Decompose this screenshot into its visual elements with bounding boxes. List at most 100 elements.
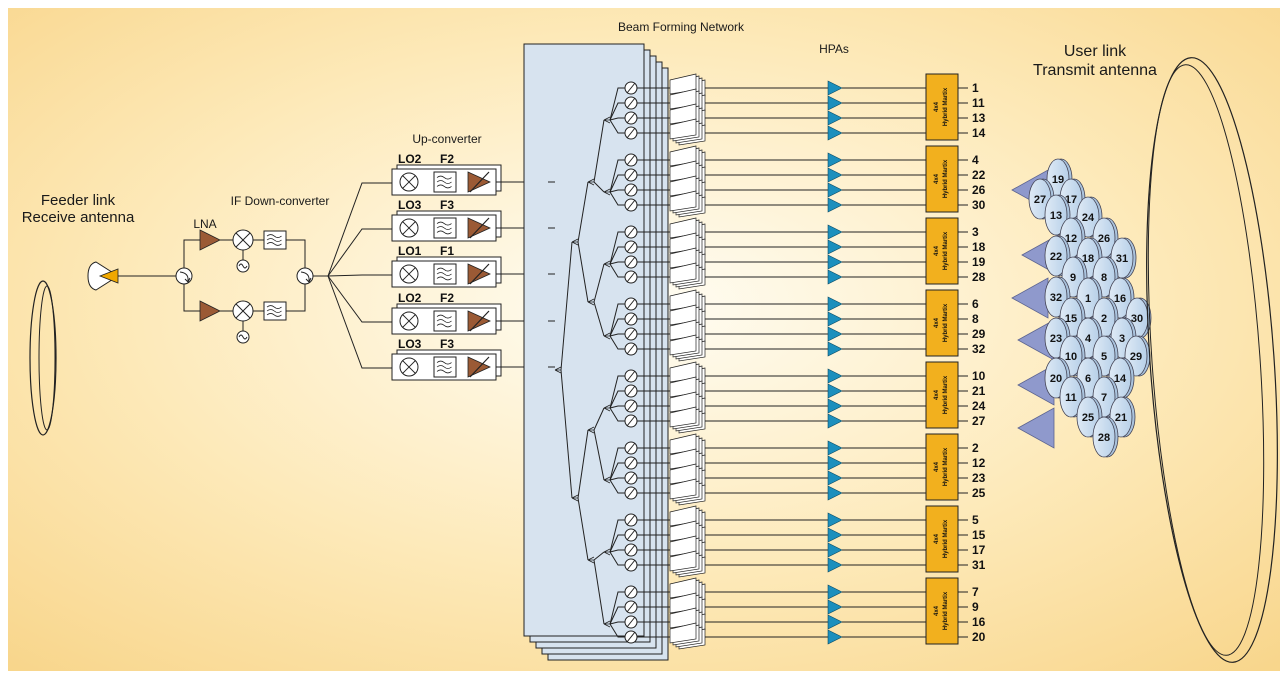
hybrid-matrix-size-label: 4x4 bbox=[934, 245, 940, 256]
beam-number-label: 4 bbox=[972, 153, 979, 167]
beam-number-label: 1 bbox=[972, 81, 979, 95]
upconverter-filter-icon bbox=[433, 356, 457, 378]
feed-cell-number: 3 bbox=[1119, 333, 1125, 345]
beam-number-label: 27 bbox=[972, 414, 986, 428]
feed-cell-number: 11 bbox=[1065, 392, 1077, 404]
hybrid-matrix-name-label: Hybrid Martix bbox=[943, 375, 949, 414]
hpa-icon bbox=[827, 413, 843, 429]
hpa-icon bbox=[827, 383, 843, 399]
hybrid-matrix-name-label: Hybrid Martix bbox=[943, 159, 949, 198]
lo-label: LO2 bbox=[398, 291, 422, 305]
hybrid-matrix-name-label: Hybrid Martix bbox=[943, 519, 949, 558]
phase-shifter-icon bbox=[624, 399, 638, 413]
hpa-icon bbox=[827, 341, 843, 357]
splitter-branch bbox=[327, 275, 392, 369]
feed-cell-number: 28 bbox=[1098, 432, 1110, 444]
beam-number-label: 7 bbox=[972, 585, 979, 599]
feed-cell-face bbox=[1044, 235, 1068, 277]
phase-shifter-icon bbox=[624, 168, 638, 182]
splitter-branch bbox=[327, 274, 392, 277]
beam-number-label: 14 bbox=[972, 126, 986, 140]
hpa-icon bbox=[827, 398, 843, 414]
splitter-icon bbox=[571, 238, 579, 246]
hpa-icon bbox=[827, 599, 843, 615]
beam-number-label: 26 bbox=[972, 183, 986, 197]
combiner-icon bbox=[669, 406, 697, 428]
beam-number-label: 29 bbox=[972, 327, 986, 341]
hpa-icon bbox=[827, 296, 843, 312]
beam-number-label: 20 bbox=[972, 630, 986, 644]
phase-shifter-icon bbox=[624, 297, 638, 311]
phase-shifter-icon bbox=[624, 558, 638, 572]
feed-cell-number: 2 bbox=[1101, 313, 1107, 325]
beam-forming-network bbox=[523, 43, 669, 661]
frequency-label: F2 bbox=[440, 291, 454, 305]
feed-cell-number: 32 bbox=[1050, 292, 1062, 304]
bfn-branch bbox=[560, 241, 573, 371]
beam-number-label: 28 bbox=[972, 270, 986, 284]
upconverter-mixer-icon bbox=[399, 311, 419, 331]
feed-cell-number: 27 bbox=[1034, 194, 1046, 206]
feed-cell-number: 18 bbox=[1082, 253, 1094, 265]
local-oscillator-icon bbox=[236, 330, 250, 344]
feed-cell-number: 19 bbox=[1052, 174, 1064, 186]
upconverter-filter-icon bbox=[433, 171, 457, 193]
beam-number-label: 32 bbox=[972, 342, 986, 356]
lo-label: LO1 bbox=[398, 244, 422, 258]
feed-cell-number: 31 bbox=[1116, 253, 1128, 265]
if-downconverter-label: IF Down-converter bbox=[231, 194, 330, 208]
splitter-branch bbox=[327, 228, 392, 277]
hpa-icon bbox=[827, 512, 843, 528]
beam-number-label: 11 bbox=[972, 96, 985, 110]
splitter-icon bbox=[603, 332, 611, 340]
splitter-icon bbox=[587, 426, 595, 434]
transmit-antenna-label: Transmit antenna bbox=[1033, 62, 1157, 79]
bfn-branch bbox=[593, 181, 605, 193]
hybrid-matrix-block bbox=[925, 433, 959, 501]
phase-shifter-icon bbox=[624, 600, 638, 614]
feed-cell-number: 5 bbox=[1101, 351, 1107, 363]
hpa-icon bbox=[827, 224, 843, 240]
user-reflector bbox=[1146, 57, 1278, 663]
feed-cell-face bbox=[1044, 194, 1068, 236]
feed-cell-number: 10 bbox=[1065, 351, 1077, 363]
phase-shifter-icon bbox=[624, 543, 638, 557]
frequency-label: F3 bbox=[440, 337, 454, 351]
feed-cell-number: 30 bbox=[1131, 313, 1143, 325]
hpa-icon bbox=[827, 152, 843, 168]
feed-horn-shadow bbox=[1017, 407, 1055, 449]
upconverter-mixer-icon bbox=[399, 264, 419, 284]
frequency-label: F1 bbox=[440, 244, 454, 258]
upconverter-mixer-icon bbox=[399, 218, 419, 238]
combiner-icon bbox=[669, 478, 697, 500]
hybrid-matrix-size-label: 4x4 bbox=[934, 317, 940, 328]
feed-cell-number: 13 bbox=[1050, 210, 1062, 222]
phase-shifter-icon bbox=[624, 111, 638, 125]
upconverter-label: Up-converter bbox=[412, 132, 481, 146]
splitter-icon bbox=[603, 116, 611, 124]
bfn-branch bbox=[560, 369, 573, 499]
gain-control-icon bbox=[469, 217, 490, 239]
hpas-label: HPAs bbox=[819, 42, 849, 56]
splitter-icon bbox=[571, 494, 579, 502]
hpa-icon bbox=[827, 455, 843, 471]
feed-cell-face bbox=[1092, 416, 1116, 458]
splitter-icon bbox=[603, 620, 611, 628]
beam-number-label: 8 bbox=[972, 312, 979, 326]
feed-cell-face bbox=[1059, 376, 1083, 418]
downconverter-branch bbox=[183, 284, 306, 344]
hpa-icon bbox=[827, 125, 843, 141]
feed-cell-number: 6 bbox=[1085, 373, 1091, 385]
phase-shifter-icon bbox=[624, 342, 638, 356]
phase-shifter-icon bbox=[624, 369, 638, 383]
upconverter-mixer-icon bbox=[399, 357, 419, 377]
